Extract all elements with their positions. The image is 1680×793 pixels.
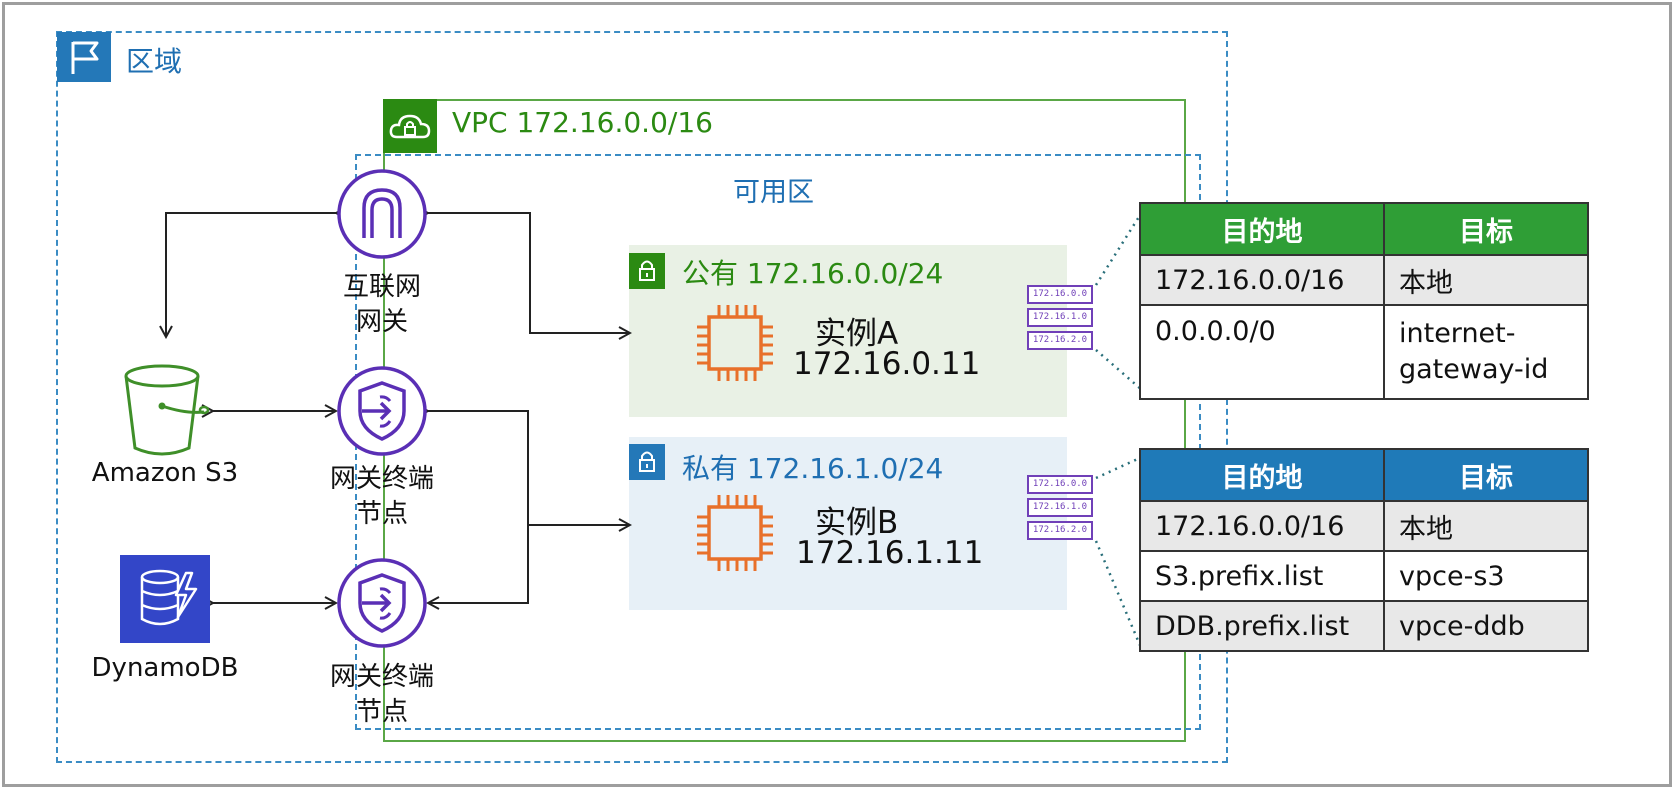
instance-b-name: 实例B bbox=[815, 505, 899, 541]
route-destination: 172.16.0.0/16 bbox=[1139, 254, 1385, 306]
internet-gateway-label: 互联网 网关 bbox=[342, 272, 421, 337]
s3-label: Amazon S3 bbox=[91, 458, 239, 488]
route-table-header-destination: 目的地 bbox=[1139, 202, 1385, 256]
table-row: 172.16.0.0/16 本地 bbox=[1139, 254, 1589, 306]
dynamodb-label: DynamoDB bbox=[91, 653, 239, 683]
gateway-endpoint-s3-icon bbox=[336, 365, 428, 457]
route-destination: 172.16.0.0/16 bbox=[1139, 500, 1385, 552]
route-table-header-destination: 目的地 bbox=[1139, 448, 1385, 502]
vpc-cloud-lock-icon bbox=[383, 99, 437, 153]
region-label: 区域 bbox=[126, 45, 183, 78]
vpc-label: VPC 172.16.0.0/16 bbox=[452, 106, 713, 139]
dynamodb-icon bbox=[120, 555, 210, 643]
private-subnet-label: 私有 172.16.1.0/24 bbox=[682, 452, 944, 485]
ec2-instance-icon bbox=[695, 303, 775, 383]
table-row: 172.16.0.0/16 本地 bbox=[1139, 500, 1589, 552]
lock-icon bbox=[629, 444, 665, 480]
gateway-endpoint-ddb-label: 网关终端 节点 bbox=[329, 662, 434, 727]
public-route-table: 目的地 目标 172.16.0.0/16 本地 0.0.0.0/0 intern… bbox=[1139, 202, 1589, 400]
nacl-chip: 172.16.0.0 bbox=[1027, 285, 1093, 304]
table-row: DDB.prefix.list vpce-ddb bbox=[1139, 600, 1589, 652]
table-row: S3.prefix.list vpce-s3 bbox=[1139, 550, 1589, 602]
route-destination: 0.0.0.0/0 bbox=[1139, 304, 1385, 400]
route-target: 本地 bbox=[1383, 500, 1589, 552]
availability-zone-label: 可用区 bbox=[733, 177, 814, 208]
instance-a-name: 实例A bbox=[815, 316, 899, 352]
instance-a-ip: 172.16.0.11 bbox=[793, 346, 981, 382]
gateway-endpoint-ddb-icon bbox=[336, 557, 428, 649]
route-destination: S3.prefix.list bbox=[1139, 550, 1385, 602]
lock-icon bbox=[629, 253, 665, 289]
nacl-chip: 172.16.2.0 bbox=[1027, 331, 1093, 350]
instance-b-ip: 172.16.1.11 bbox=[796, 535, 984, 571]
route-destination: DDB.prefix.list bbox=[1139, 600, 1385, 652]
gateway-endpoint-s3-label: 网关终端 节点 bbox=[329, 464, 434, 529]
private-subnet bbox=[629, 437, 1067, 610]
s3-bucket-icon bbox=[120, 362, 210, 460]
nacl-chip: 172.16.0.0 bbox=[1027, 475, 1093, 494]
public-subnet bbox=[629, 245, 1067, 417]
private-route-table: 目的地 目标 172.16.0.0/16 本地 S3.prefix.list v… bbox=[1139, 448, 1589, 652]
route-table-header-target: 目标 bbox=[1383, 202, 1589, 256]
nacl-chip: 172.16.1.0 bbox=[1027, 498, 1093, 517]
public-subnet-label: 公有 172.16.0.0/24 bbox=[682, 257, 944, 290]
nacl-chip: 172.16.2.0 bbox=[1027, 521, 1093, 540]
route-target: internet- gateway-id bbox=[1383, 304, 1589, 400]
route-target: vpce-ddb bbox=[1383, 600, 1589, 652]
flag-icon bbox=[57, 32, 111, 82]
table-row: 0.0.0.0/0 internet- gateway-id bbox=[1139, 304, 1589, 400]
internet-gateway-icon bbox=[336, 168, 428, 260]
route-target: vpce-s3 bbox=[1383, 550, 1589, 602]
ec2-instance-icon bbox=[695, 493, 775, 573]
nacl-chip: 172.16.1.0 bbox=[1027, 308, 1093, 327]
route-target: 本地 bbox=[1383, 254, 1589, 306]
route-table-header-target: 目标 bbox=[1383, 448, 1589, 502]
